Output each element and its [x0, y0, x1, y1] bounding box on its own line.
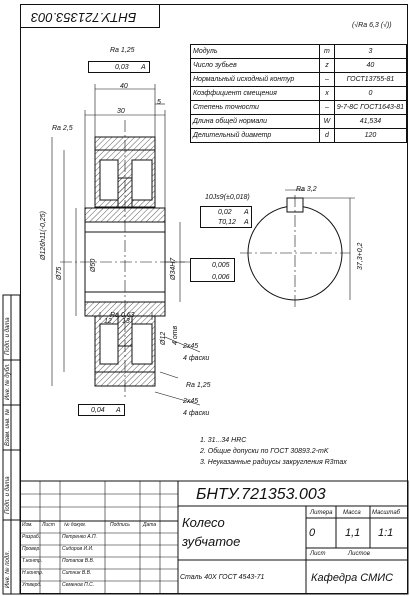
person-name: Сидоров И.И. [62, 546, 94, 552]
hdr-litera: Литера [310, 510, 333, 516]
hub-section-view [240, 189, 355, 310]
tolerance-1: 0,005 [212, 262, 230, 269]
person-role: Т.контр. [22, 558, 43, 564]
chamfer-2-count: 4 фаски [183, 410, 210, 417]
runout-frame-bottom [78, 404, 125, 416]
tolerance-2: 0,006 [212, 274, 230, 281]
note-3: 3. Неуказанные радиусы закругления R3max [200, 459, 347, 466]
side-label-5: Инв. № подл. [5, 550, 11, 588]
key-parallelism: 0,02 [218, 209, 232, 216]
roughness-ra063: Ra 0,63 [110, 312, 135, 319]
massa-value: 1,1 [345, 527, 361, 539]
runout-datum-bottom: A [116, 407, 121, 414]
dim-diam-50: Ø50 [90, 258, 97, 272]
title-code: БНТУ.721353.003 [196, 486, 326, 503]
dim-hub-bore: Ø34H7 [170, 257, 177, 280]
list-label: Лист [310, 551, 326, 557]
key-height-dim: 37,3+0,2 [357, 242, 364, 270]
chamfer-1: 2x45 [183, 343, 199, 350]
params-cell-val: 120 [333, 128, 408, 143]
title-material: Сталь 40Х ГОСТ 4543-71 [180, 574, 265, 581]
masshtab-value: 1:1 [378, 527, 394, 539]
person-role: Утверд. [22, 582, 42, 588]
dim-hole-count: 4 отв [172, 325, 179, 345]
roughness-ra125-top: Ra 1,25 [110, 47, 135, 54]
litera-value: 0 [309, 527, 316, 539]
row-label-izm: Изм. [22, 522, 33, 528]
key-tolerance-frame [200, 206, 252, 228]
roughness-ra125-bottom: Ra 1,25 [186, 382, 211, 389]
title-name-1: Колесо [182, 515, 225, 530]
chamfer-2: 2x45 [183, 398, 199, 405]
side-label-1: Подп. и дата [5, 317, 11, 355]
runout-value-bottom: 0,04 [91, 407, 105, 414]
key-width-dim: 10Js9(±0,018) [205, 194, 250, 201]
chamfer-1-count: 4 фаски [183, 355, 210, 362]
person-role: Разраб. [22, 534, 41, 540]
row-label-doc: № докум. [64, 522, 87, 528]
roughness-ra25: Ra 2,5 [52, 125, 73, 132]
side-label-4: Подп. и дата [5, 476, 11, 514]
roughness-ra32: Ra 3,2 [296, 186, 317, 193]
global-roughness: (√Ra 6,3 (√)) [352, 22, 392, 29]
key-symmetry-datum: A [244, 219, 249, 226]
tolerance-frame [190, 258, 235, 282]
person-role: Н.контр. [22, 570, 44, 576]
key-parallelism-datum: A [244, 209, 249, 216]
side-label-2: Инв. № дубл. [5, 363, 11, 400]
note-1: 1. 31...34 HRC [200, 437, 247, 444]
top-code-stamp: БНТУ.721353.003 [20, 4, 160, 28]
dim-diam-75: Ø75 [56, 266, 63, 280]
dim-40: 40 [120, 83, 128, 90]
person-role: Провер. [22, 546, 41, 552]
title-org: Кафедра СМИС [311, 572, 394, 584]
params-cell-name: Делительный диаметр [189, 128, 321, 143]
runout-value-top: 0,03 [115, 64, 129, 71]
note-2: 2. Общие допуски по ГОСТ 30893.2-mK [200, 448, 329, 455]
runout-datum-top: A [141, 64, 146, 71]
runout-frame-top [88, 61, 150, 73]
hdr-masshtab: Масштаб [372, 510, 401, 516]
dim-12: 12 [104, 318, 112, 325]
row-label-list: Лист [42, 522, 55, 528]
person-name: Семенов П.С. [62, 582, 95, 588]
dim-hole-diam: Ø12 [160, 331, 167, 345]
key-symmetry: T0,12 [218, 219, 236, 226]
title-name-2: зубчатое [182, 534, 241, 549]
person-name: Потапов В.В. [62, 558, 95, 564]
row-label-sign: Подпись [110, 522, 130, 528]
side-label-3: Взам. инв. № [5, 408, 11, 446]
person-name: Петренко А.П. [62, 534, 98, 540]
listov-label: Листов [348, 551, 370, 557]
person-name: Ситник В.В. [62, 570, 92, 576]
dim-5: 5 [157, 99, 161, 106]
dim-30: 30 [117, 108, 125, 115]
dim-13: 13 [122, 318, 130, 325]
row-label-date: Дата [143, 522, 157, 528]
dim-outer-diameter: Ø126h11(-0,25) [40, 211, 47, 260]
hdr-massa: Масса [343, 510, 361, 516]
